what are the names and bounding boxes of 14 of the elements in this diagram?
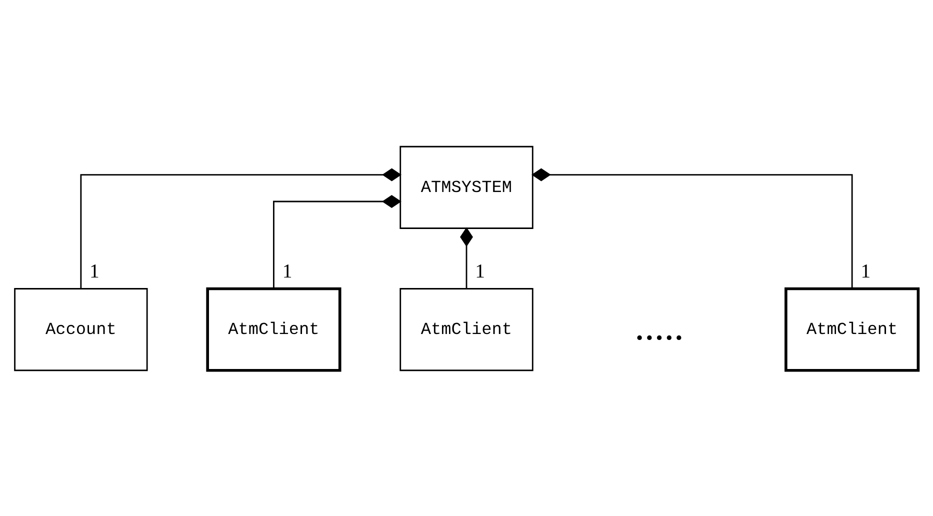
label: .....	[634, 304, 684, 348]
connector	[460, 226, 473, 288]
connector	[532, 168, 853, 288]
edge-label: 1	[90, 260, 100, 282]
connector	[80, 168, 402, 288]
connector	[273, 194, 402, 288]
edge-label: 1	[475, 260, 485, 282]
node-box: AtmClient	[784, 286, 920, 372]
edge-label: 1	[282, 260, 292, 282]
edge-label: 1	[860, 260, 871, 282]
node-box: AtmClient	[206, 286, 342, 372]
node-box: Account	[14, 288, 148, 371]
node-box: ATMSYSTEM	[400, 145, 534, 228]
node-box: AtmClient	[400, 288, 534, 371]
